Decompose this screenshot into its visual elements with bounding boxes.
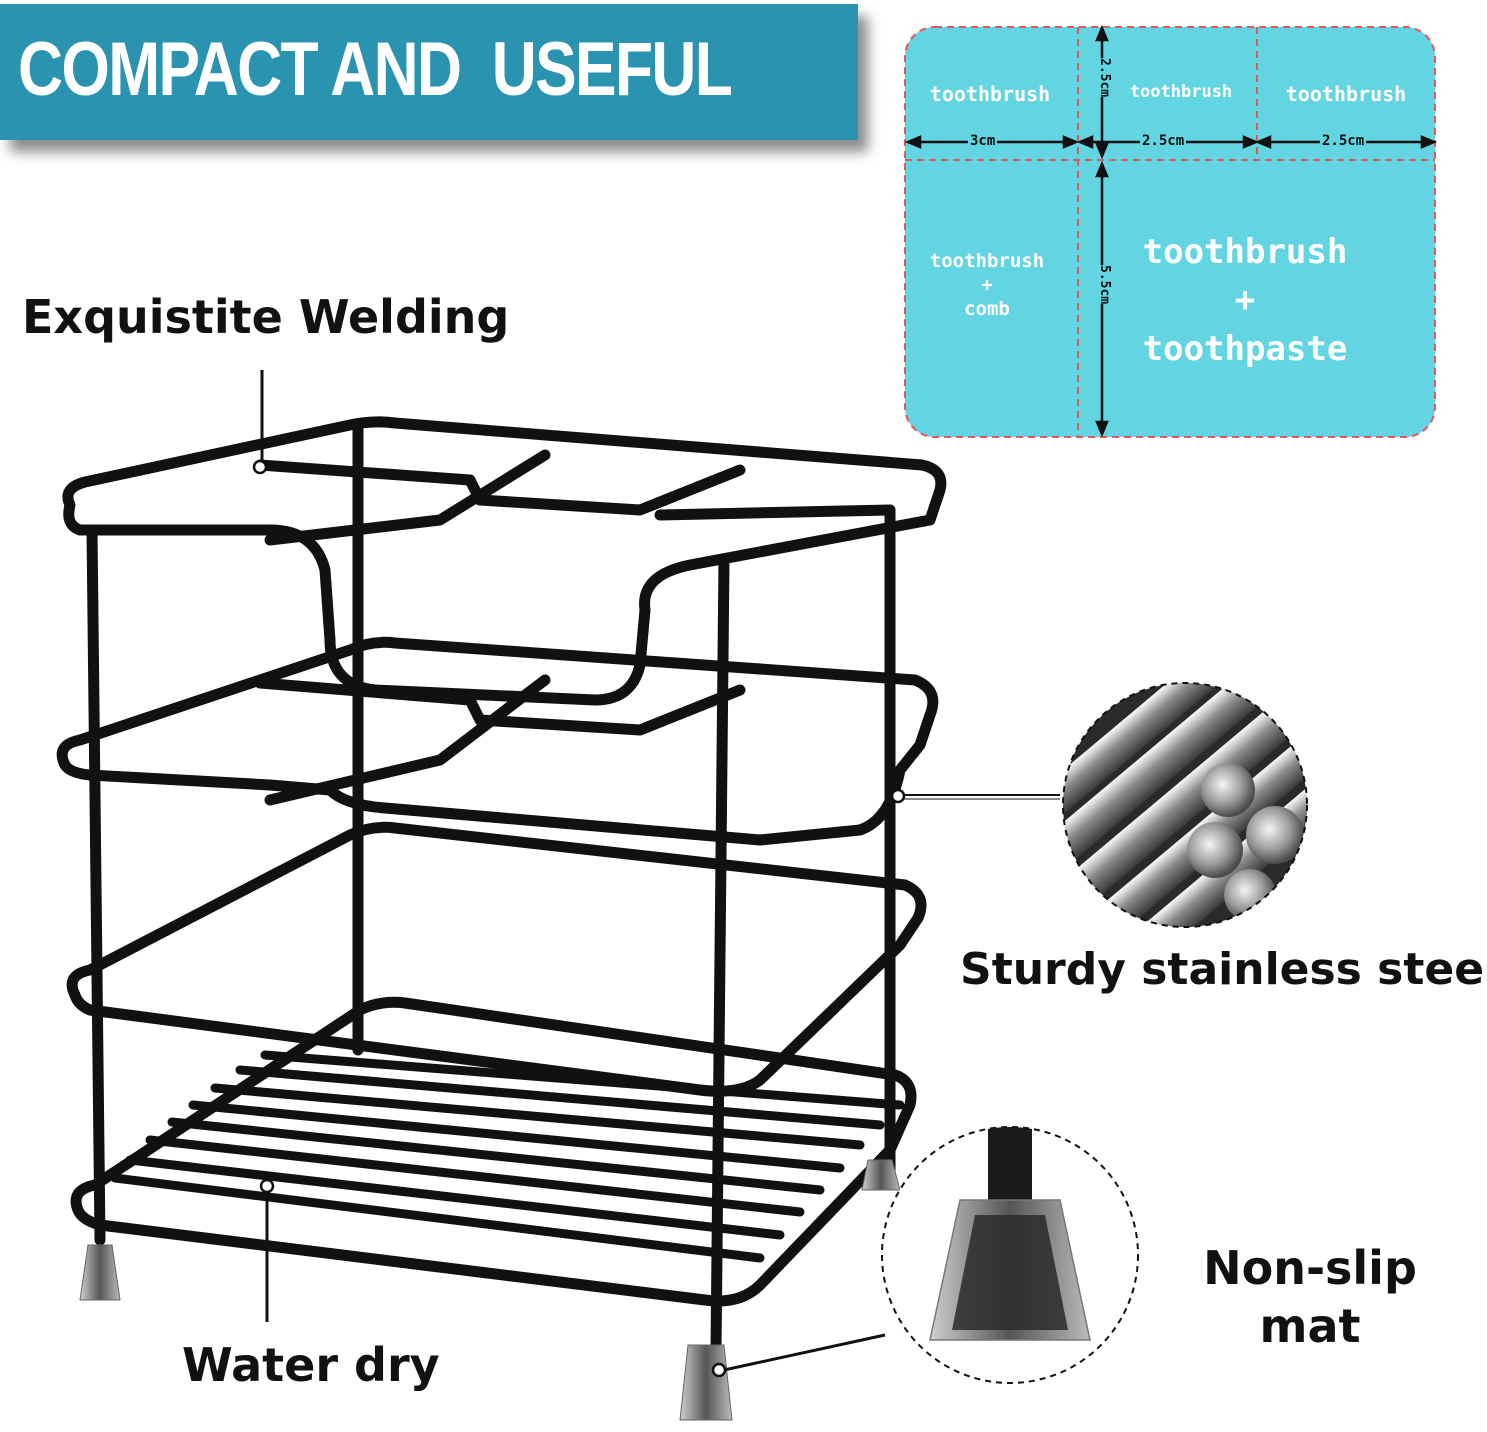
height-label-1: 2.5cm [1097,58,1112,98]
mat-zoom-circle [881,1126,1139,1384]
callout-lines [252,370,1060,1378]
cell-toothbrush-2: toothbrush [1129,82,1233,102]
mat-label-line: Non-slip [1203,1241,1417,1295]
width-label-1: 3cm [968,133,998,149]
title-banner: COMPACT AND USEFUL [0,4,858,140]
cell-line: toothbrush [929,250,1045,272]
tray-slats [110,1050,905,1263]
cell-toothbrush-3: toothbrush [1285,82,1407,106]
welding-label: Exquistite Welding [22,290,510,344]
width-label-3: 2.5cm [1320,133,1367,149]
mat-label-line: mat [1259,1298,1361,1353]
cell-line: comb [964,297,1010,320]
banner-title: COMPACT AND USEFUL [18,27,733,112]
cell-line: toothpaste [1142,328,1348,369]
rack-frame [56,416,947,1356]
steel-zoom-circle [1062,682,1308,928]
steel-label: Sturdy stainless steel [960,944,1487,995]
mat-label: Non-slip mat [1200,1240,1420,1355]
cell-line: toothbrush [1142,232,1348,272]
water-dry-label: Water dry [182,1338,440,1392]
cell-line: + [981,273,993,296]
width-label-2: 2.5cm [1140,133,1187,149]
cell-line: + [1234,280,1256,321]
height-label-2: 5.5cm [1097,265,1112,305]
cell-toothbrush-1: toothbrush [929,82,1051,106]
dimension-panel [904,24,1438,438]
cell-toothbrush-toothpaste: toothbrush + toothpaste [1110,228,1380,373]
cell-toothbrush-comb: toothbrush + comb [906,250,1068,321]
